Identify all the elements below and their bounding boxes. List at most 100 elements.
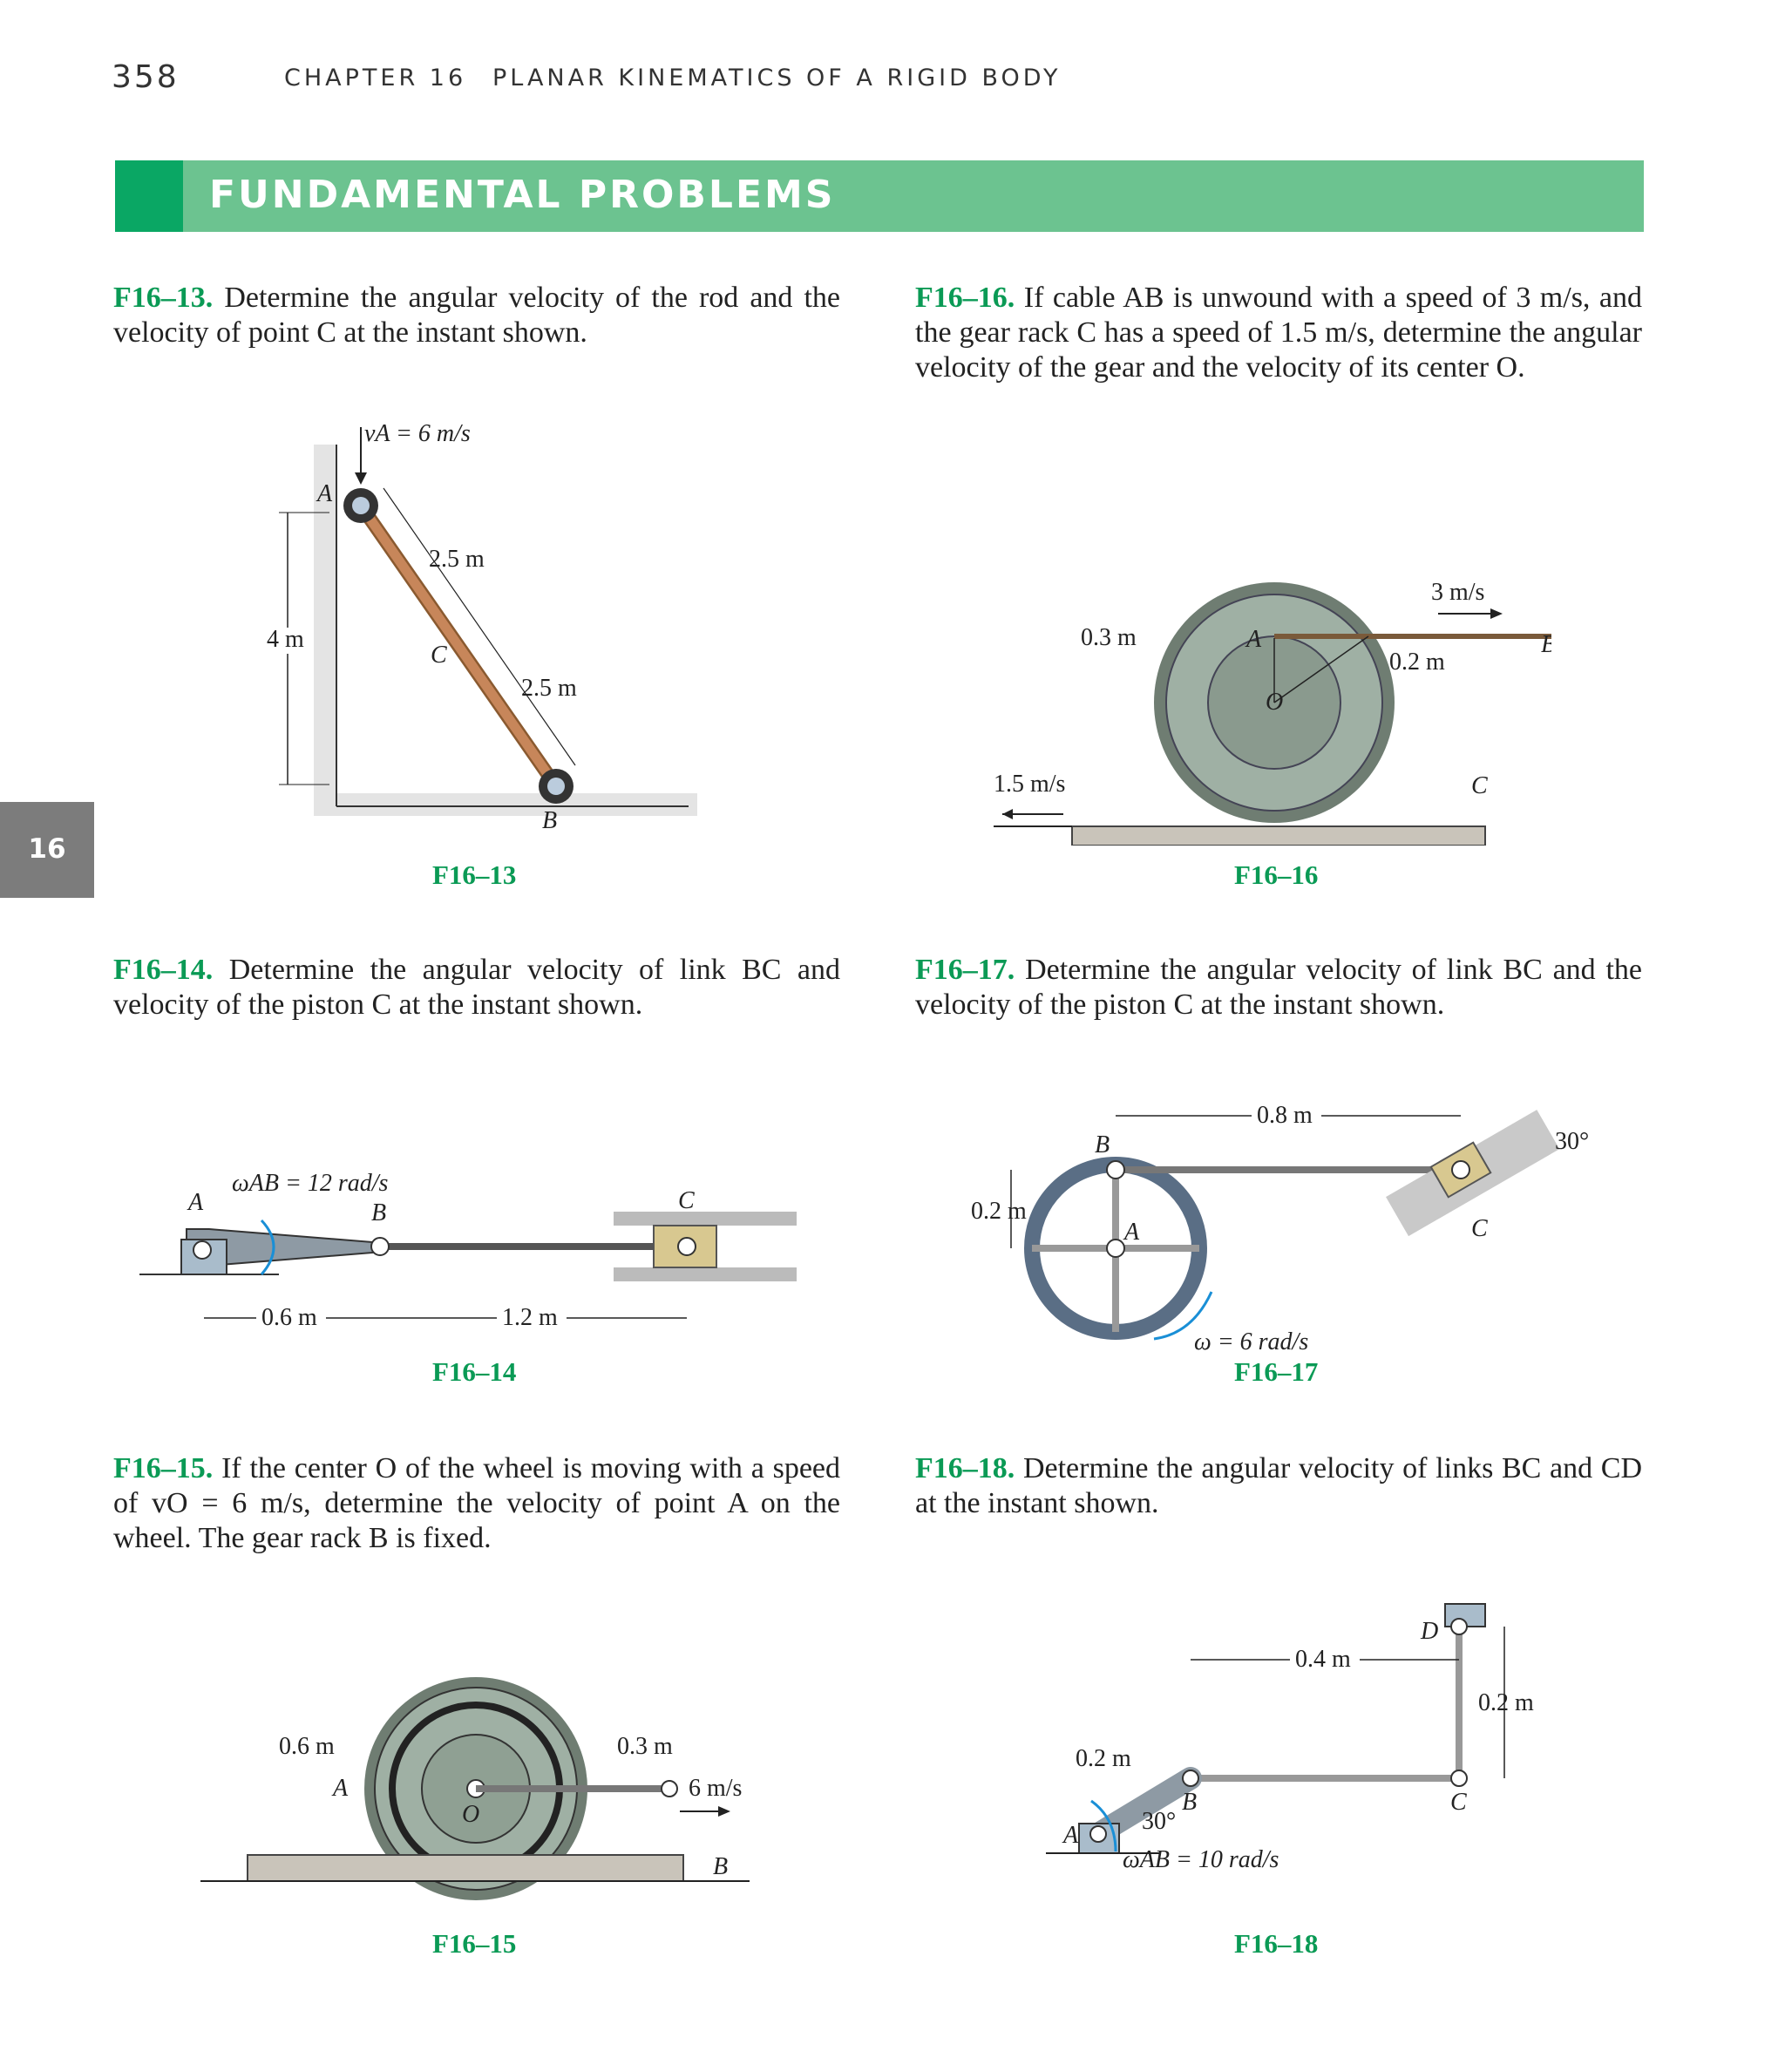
problem-number: F16–15. xyxy=(113,1452,214,1484)
rack-speed-label: 1.5 m/s xyxy=(994,771,1065,798)
outer-radius-line xyxy=(1273,635,1369,703)
point-a-label: A xyxy=(1062,1822,1079,1849)
problem-text: Determine the angular velocity of link B… xyxy=(915,954,1642,1021)
point-b-label: B xyxy=(371,1199,386,1226)
vo-label: 6 m/s xyxy=(689,1775,742,1802)
problem-f16-15: F16–15. If the center O of the wheel is … xyxy=(113,1451,840,1556)
ab-dim-label: 0.2 m xyxy=(1076,1745,1131,1772)
problem-text: Determine the angular velocity of link B… xyxy=(113,954,841,1021)
omega-label: ωAB = 10 rad/s xyxy=(1123,1846,1279,1873)
vo-arrowhead xyxy=(718,1806,730,1817)
angle-label: 30° xyxy=(1142,1808,1176,1835)
inner-radius-label: 0.2 m xyxy=(1389,649,1445,676)
caption-f16-14: F16–14 xyxy=(432,1356,517,1387)
caption-f16-18: F16–18 xyxy=(1234,1928,1319,1959)
lower-length-label: 2.5 m xyxy=(521,675,577,702)
radius-label: 0.2 m xyxy=(971,1198,1027,1225)
cylinder-bottom xyxy=(614,1267,797,1281)
length-dim-line xyxy=(383,487,576,766)
point-c-label: C xyxy=(678,1187,695,1214)
problem-number: F16–17. xyxy=(915,954,1015,986)
chapter-title: PLANAR KINEMATICS OF A RIGID BODY xyxy=(492,65,1062,92)
dim-ab-label: 0.6 m xyxy=(261,1304,317,1331)
problem-text: Determine the angular velocity of the ro… xyxy=(113,282,840,349)
omega-arrow xyxy=(1090,1799,1117,1852)
problem-text: If the center O of the wheel is moving w… xyxy=(113,1452,840,1554)
point-a-label: A xyxy=(187,1189,204,1216)
figure-f16-16: 3 m/s 1.5 m/s 0.3 m 0.2 m A B C O xyxy=(994,567,1551,846)
pin-a xyxy=(1106,1239,1125,1258)
cable-speed-label: 3 m/s xyxy=(1431,579,1484,606)
inner-radius-label: 0.3 m xyxy=(617,1733,673,1760)
roller-b-hub xyxy=(547,778,565,795)
point-a-label: A xyxy=(316,480,333,507)
figure-f16-17: 0.8 m 0.2 m 30° ω = 6 rad/s A B C xyxy=(959,1090,1621,1386)
problem-text: Determine the angular velocity of links … xyxy=(915,1452,1643,1519)
outer-radius-label: 0.6 m xyxy=(279,1733,335,1760)
height-label-bg xyxy=(265,628,312,654)
page-number: 358 xyxy=(112,59,180,95)
section-banner: FUNDAMENTAL PROBLEMS xyxy=(115,160,1644,232)
chapter-label: CHAPTER 16 xyxy=(284,65,467,92)
dim-bc-label: 1.2 m xyxy=(502,1304,558,1331)
problem-f16-16: F16–16. If cable AB is unwound with a sp… xyxy=(915,281,1642,385)
height-label: 4 m xyxy=(267,626,304,653)
gear-rack-c xyxy=(1071,825,1486,846)
pin-b xyxy=(1182,1770,1199,1787)
cylinder-top xyxy=(614,1212,797,1226)
point-a-label: A xyxy=(331,1775,349,1802)
side-tab-label: 16 xyxy=(28,833,66,865)
point-b-label: B xyxy=(713,1853,728,1880)
floor-hatch xyxy=(314,793,697,816)
point-a-label: A xyxy=(1123,1219,1140,1246)
point-b-label: B xyxy=(1182,1789,1197,1816)
cable-velocity-arrowhead xyxy=(1490,608,1503,619)
point-b-label: B xyxy=(1095,1131,1110,1158)
point-a-label: A xyxy=(1245,626,1262,653)
banner-accent-block xyxy=(115,160,183,232)
angle-label: 30° xyxy=(1555,1128,1589,1155)
bc-dim-label: 0.4 m xyxy=(1295,1646,1351,1673)
problem-f16-13: F16–13. Determine the angular velocity o… xyxy=(113,281,840,350)
va-label: vA = 6 m/s xyxy=(364,420,471,447)
omega-label: ω = 6 rad/s xyxy=(1194,1328,1308,1355)
point-o-label: O xyxy=(462,1801,479,1828)
span-label: 0.8 m xyxy=(1257,1102,1313,1129)
upper-length-label: 2.5 m xyxy=(429,546,485,573)
omega-label: ωAB = 12 rad/s xyxy=(232,1170,389,1197)
point-c-label: C xyxy=(1450,1789,1467,1816)
problem-f16-18: F16–18. Determine the angular velocity o… xyxy=(915,1451,1642,1521)
pin-a xyxy=(193,1240,212,1260)
pin-a xyxy=(1089,1825,1107,1843)
chapter-side-tab: 16 xyxy=(0,802,94,898)
problem-number: F16–16. xyxy=(915,282,1015,314)
point-d-label: D xyxy=(1420,1618,1438,1645)
pin-b xyxy=(370,1237,390,1256)
figure-f16-13: vA = 6 m/s A C B 4 m 2.5 m 2.5 m xyxy=(244,410,715,846)
omega-arrow xyxy=(260,1219,275,1275)
gear-rack-b xyxy=(247,1854,684,1882)
problem-number: F16–13. xyxy=(113,282,214,314)
span-label-bg xyxy=(1252,1100,1321,1126)
va-arrowhead xyxy=(355,472,367,485)
caption-f16-15: F16–15 xyxy=(432,1928,517,1959)
figure-f16-14: ωAB = 12 rad/s A B C 0.6 m 1.2 m xyxy=(139,1159,802,1360)
caption-f16-16: F16–16 xyxy=(1234,859,1319,890)
problem-f16-17: F16–17. Determine the angular velocity o… xyxy=(915,953,1642,1022)
problem-number: F16–18. xyxy=(915,1452,1015,1484)
figure-f16-15: 6 m/s 0.6 m 0.3 m A O B xyxy=(192,1656,767,1918)
pin-c xyxy=(1451,1160,1470,1179)
pin-c xyxy=(677,1237,696,1256)
cd-dim-label: 0.2 m xyxy=(1478,1689,1534,1716)
problem-number: F16–14. xyxy=(113,954,214,986)
roller-a-hub xyxy=(352,497,370,514)
point-b-label: B xyxy=(542,807,557,834)
dim-ab-bg xyxy=(256,1302,326,1328)
point-c-label: C xyxy=(431,642,447,669)
bc-dim-bg xyxy=(1290,1644,1360,1670)
point-b-label: B xyxy=(1541,631,1551,658)
problem-f16-14: F16–14. Determine the angular velocity o… xyxy=(113,953,840,1022)
rack-velocity-arrowhead xyxy=(1002,809,1013,819)
point-o-label: O xyxy=(1266,689,1283,716)
point-c-label: C xyxy=(1471,772,1488,799)
